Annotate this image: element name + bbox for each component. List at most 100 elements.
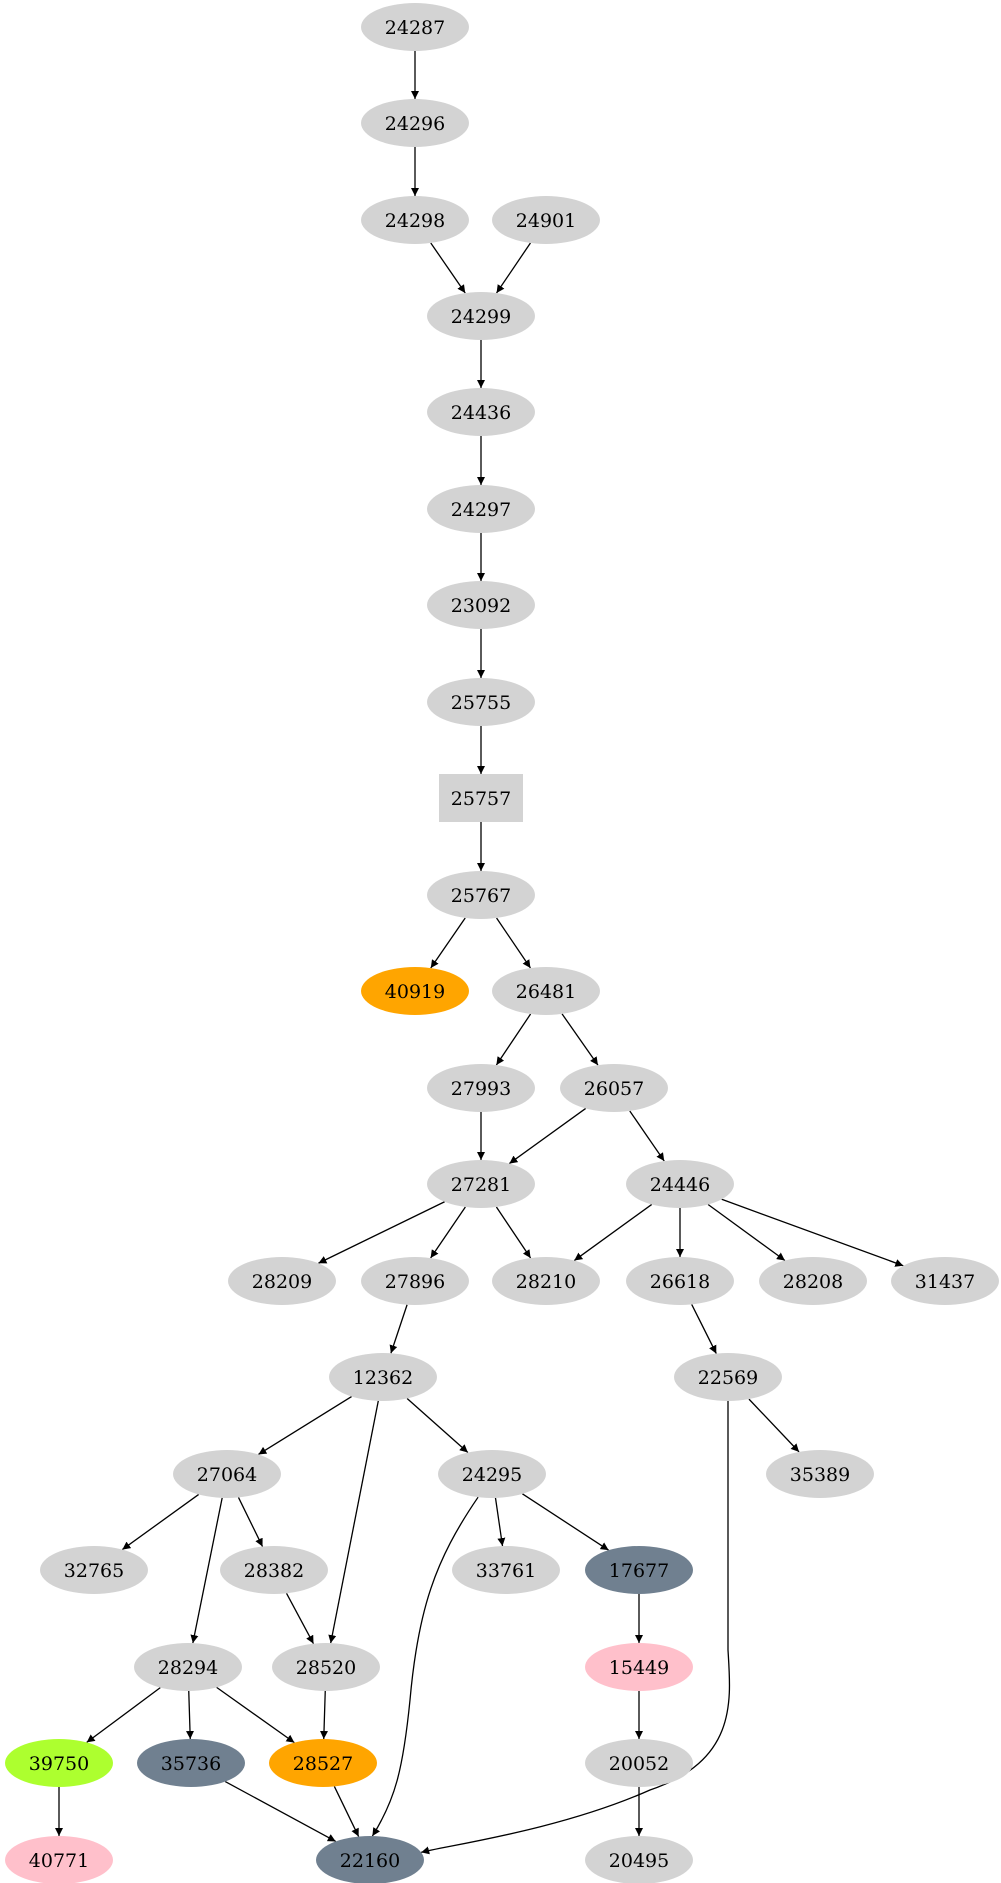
node-ellipse-shape: [134, 1643, 242, 1691]
edges-layer: [55, 51, 904, 1855]
node-ellipse-shape: [585, 1546, 693, 1594]
node-label: 28210: [516, 1271, 576, 1293]
node-label: 28208: [783, 1271, 843, 1293]
edge-24901-to-24299: [496, 242, 531, 294]
node-ellipse-shape: [759, 1257, 867, 1305]
node-ellipse-shape: [438, 1450, 546, 1498]
node-label: 27281: [451, 1174, 511, 1196]
node-label: 32765: [64, 1560, 124, 1582]
node-ellipse-shape: [427, 1160, 535, 1208]
edge-27281-to-28210: [495, 1206, 532, 1259]
node-label: 28382: [244, 1560, 304, 1582]
graph-node-28208[interactable]: 28208: [759, 1257, 867, 1305]
graph-node-25767[interactable]: 25767: [427, 871, 535, 919]
edge-12362-to-28520: [328, 1400, 379, 1644]
graph-node-25755[interactable]: 25755: [427, 678, 535, 726]
nodes-layer: 24287 24296 24298 24901 24299 24436 24297 23092…: [5, 3, 999, 1883]
graph-node-40919[interactable]: 40919: [361, 967, 469, 1015]
graph-node-20052[interactable]: 20052: [585, 1739, 693, 1787]
edge-24295-to-33761: [494, 1497, 506, 1547]
edge-27064-to-28294: [190, 1497, 223, 1644]
graph-node-35389[interactable]: 35389: [766, 1450, 874, 1498]
graph-node-33761[interactable]: 33761: [452, 1546, 560, 1594]
graph-node-27896[interactable]: 27896: [361, 1257, 469, 1305]
graph-node-39750[interactable]: 39750: [5, 1739, 113, 1787]
graph-node-40771[interactable]: 40771: [5, 1836, 113, 1883]
edge-27281-to-28209: [318, 1201, 445, 1264]
node-label: 25755: [451, 692, 511, 714]
graph-node-28527[interactable]: 28527: [269, 1739, 377, 1787]
graph-node-24297[interactable]: 24297: [427, 485, 535, 533]
graph-node-28382[interactable]: 28382: [220, 1546, 328, 1594]
graph-node-27993[interactable]: 27993: [427, 1064, 535, 1112]
node-label: 24287: [385, 17, 445, 39]
node-label: 22569: [698, 1367, 758, 1389]
edge-12362-to-27064: [258, 1395, 352, 1456]
graph-node-24295[interactable]: 24295: [438, 1450, 546, 1498]
graph-node-31437[interactable]: 31437: [891, 1257, 999, 1305]
node-label: 24297: [451, 499, 511, 521]
node-ellipse-shape: [891, 1257, 999, 1305]
edge-24298-to-24299: [430, 242, 466, 294]
graph-node-23092[interactable]: 23092: [427, 581, 535, 629]
node-ellipse-shape: [766, 1450, 874, 1498]
node-label: 15449: [609, 1657, 669, 1679]
graph-node-26618[interactable]: 26618: [626, 1257, 734, 1305]
node-label: 24295: [462, 1464, 522, 1486]
graph-node-35736[interactable]: 35736: [137, 1739, 245, 1787]
graph-node-28209[interactable]: 28209: [228, 1257, 336, 1305]
node-label: 24296: [385, 113, 445, 135]
node-label: 26481: [516, 981, 576, 1003]
graph-node-24436[interactable]: 24436: [427, 388, 535, 436]
graph-node-24296[interactable]: 24296: [361, 99, 469, 147]
node-ellipse-shape: [427, 292, 535, 340]
node-ellipse-shape: [269, 1739, 377, 1787]
edge-35736-to-22160: [224, 1780, 337, 1843]
graph-node-17677[interactable]: 17677: [585, 1546, 693, 1594]
graph-node-24287[interactable]: 24287: [361, 3, 469, 51]
graph-node-24901[interactable]: 24901: [492, 196, 600, 244]
graph-node-22569[interactable]: 22569: [674, 1353, 782, 1401]
graph-node-28294[interactable]: 28294: [134, 1643, 242, 1691]
node-ellipse-shape: [585, 1739, 693, 1787]
node-label: 39750: [29, 1753, 89, 1775]
graph-node-12362[interactable]: 12362: [329, 1353, 437, 1401]
node-ellipse-shape: [492, 196, 600, 244]
node-ellipse-shape: [40, 1546, 148, 1594]
graph-node-27281[interactable]: 27281: [427, 1160, 535, 1208]
graph-node-26057[interactable]: 26057: [560, 1064, 668, 1112]
graph-node-26481[interactable]: 26481: [492, 967, 600, 1015]
node-label: 25757: [451, 788, 511, 810]
graph-node-24446[interactable]: 24446: [626, 1160, 734, 1208]
node-label: 28520: [296, 1657, 356, 1679]
node-label: 35736: [161, 1753, 221, 1775]
graph-node-28520[interactable]: 28520: [272, 1643, 380, 1691]
edge-22569-to-22160: [421, 1401, 731, 1855]
edge-26057-to-24446: [629, 1110, 665, 1162]
node-box-shape: [439, 774, 523, 822]
graph-node-24298[interactable]: 24298: [361, 196, 469, 244]
graph-node-22160[interactable]: 22160: [316, 1836, 424, 1883]
node-ellipse-shape: [427, 581, 535, 629]
edge-24446-to-28208: [707, 1203, 786, 1262]
node-ellipse-shape: [427, 1064, 535, 1112]
edge-27896-to-12362: [389, 1304, 408, 1354]
graph-node-27064[interactable]: 27064: [173, 1450, 281, 1498]
edge-24295-to-22160: [371, 1496, 479, 1837]
edge-28520-to-28527: [320, 1690, 328, 1740]
graph-node-20495[interactable]: 20495: [585, 1836, 693, 1883]
graph-node-32765[interactable]: 32765: [40, 1546, 148, 1594]
graph-node-24299[interactable]: 24299: [427, 292, 535, 340]
node-label: 27064: [197, 1464, 257, 1486]
node-ellipse-shape: [427, 871, 535, 919]
edge-28382-to-28520: [285, 1593, 315, 1644]
edge-26481-to-27993: [495, 1013, 532, 1066]
graph-node-25757[interactable]: 25757: [439, 774, 523, 822]
node-ellipse-shape: [361, 196, 469, 244]
node-ellipse-shape: [361, 99, 469, 147]
graph-node-15449[interactable]: 15449: [585, 1643, 693, 1691]
graph-node-28210[interactable]: 28210: [492, 1257, 600, 1305]
node-ellipse-shape: [228, 1257, 336, 1305]
node-label: 24298: [385, 210, 445, 232]
node-label: 27896: [385, 1271, 445, 1293]
